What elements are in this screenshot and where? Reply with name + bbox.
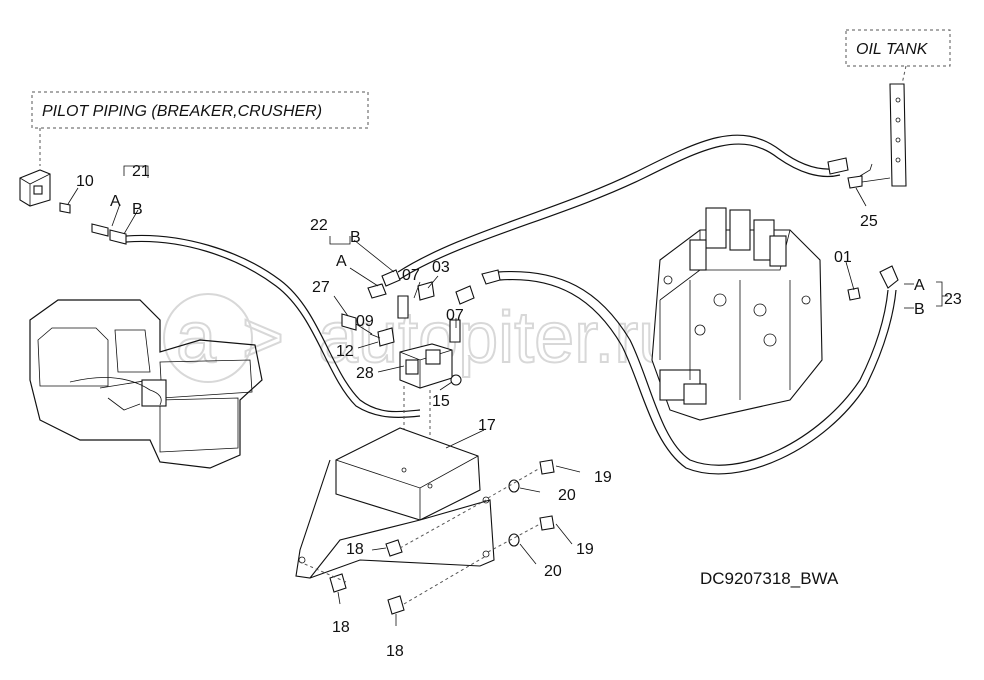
watermark-a-glyph: a [176, 298, 217, 378]
label-15: 15 [432, 393, 450, 410]
hose-23 [455, 265, 899, 475]
label-03: 03 [432, 259, 450, 276]
watermark-arrow-glyph: > [242, 298, 284, 378]
part-labels: 10 21 A B 22 B A 27 07 03 07 09 12 28 15… [76, 163, 962, 660]
label-20-b: 20 [544, 563, 562, 580]
excavator-inset [29, 299, 263, 469]
label-19-a: 19 [594, 469, 612, 486]
hose-21 [91, 223, 421, 419]
watermark: a > autopiter.ru [163, 293, 679, 383]
pilot-title: PILOT PIPING (BREAKER,CRUSHER) [42, 103, 322, 120]
fittings-cluster [341, 281, 461, 347]
oil-tank-title: OIL TANK [856, 41, 929, 58]
label-27: 27 [312, 279, 330, 296]
leader-lines [67, 165, 948, 626]
oil-tank-bracket [889, 83, 907, 187]
fitting-01 [847, 287, 861, 301]
fitting-10 [59, 202, 71, 214]
label-22: 22 [310, 217, 328, 234]
control-valve [651, 207, 823, 421]
label-10: 10 [76, 173, 94, 190]
pilot-title-box [31, 91, 369, 129]
excavator-window [37, 327, 109, 387]
excavator-cab-body [29, 299, 263, 469]
label-01: 01 [834, 249, 852, 266]
oil-tank-title-box [845, 29, 951, 67]
label-23-b: B [914, 301, 925, 318]
label-09: 09 [356, 313, 374, 330]
hose-22 [367, 134, 891, 299]
excavator-pilot-valve [141, 379, 167, 407]
bracket-17 [295, 427, 495, 579]
label-12: 12 [336, 343, 354, 360]
label-25: 25 [860, 213, 878, 230]
watermark-text: autopiter.ru [318, 298, 678, 378]
label-18-c: 18 [386, 643, 404, 660]
label-23: 23 [944, 291, 962, 308]
label-28: 28 [356, 365, 374, 382]
pilot-pedal-block [19, 169, 51, 207]
oil-tank-callout: OIL TANK [845, 29, 951, 85]
label-21-b: B [132, 201, 143, 218]
pilot-piping-callout: PILOT PIPING (BREAKER,CRUSHER) [31, 91, 369, 166]
label-17: 17 [478, 417, 496, 434]
label-07-a: 07 [402, 267, 420, 284]
label-20-a: 20 [558, 487, 576, 504]
label-22-b: B [350, 229, 361, 246]
label-23-a: A [914, 277, 925, 294]
label-22-a: A [336, 253, 347, 270]
label-18-a: 18 [346, 541, 364, 558]
label-21: 21 [132, 163, 150, 180]
label-18-b: 18 [332, 619, 350, 636]
hardware-18-19-20 [299, 459, 555, 615]
label-07-b: 07 [446, 307, 464, 324]
label-21-a: A [110, 193, 121, 210]
label-19-b: 19 [576, 541, 594, 558]
drawing-code: DC9207318_BWA [700, 569, 839, 588]
